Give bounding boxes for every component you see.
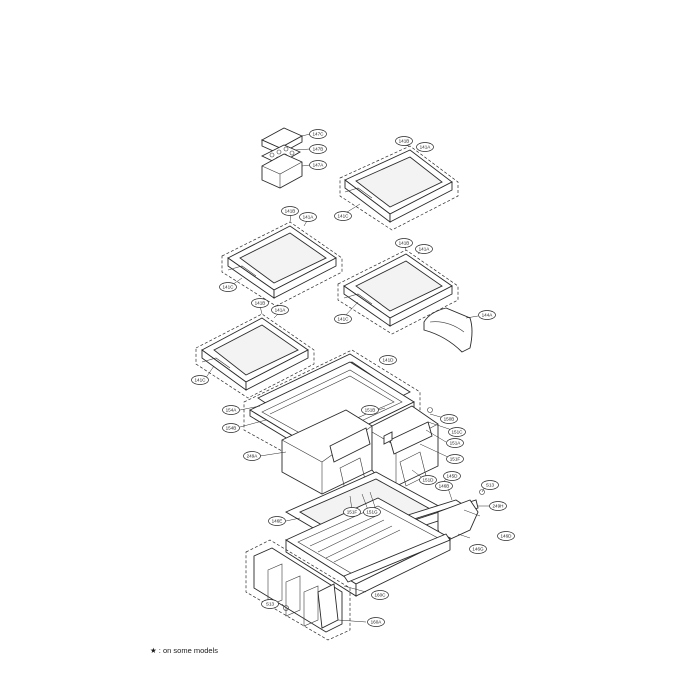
svg-text:141C: 141C	[338, 317, 350, 322]
callout-154b: 154B	[222, 423, 240, 433]
callout-151g: 151G	[363, 507, 381, 517]
callout-147b: 147B	[309, 144, 327, 154]
callout-141b-4: 141B	[251, 298, 269, 308]
callout-151b: 151B	[361, 405, 379, 415]
callout-s13-1: S13	[481, 480, 499, 490]
svg-text:144A: 144A	[482, 313, 494, 318]
callout-151a: 151A	[446, 438, 464, 448]
callout-151f-1: 151F	[446, 454, 464, 464]
callout-141c-4: 141C	[191, 375, 209, 385]
lower-cover-plate	[245, 539, 351, 641]
svg-text:141B: 141B	[399, 139, 410, 144]
svg-text:S13: S13	[266, 602, 275, 607]
callout-141c-3: 141C	[334, 314, 352, 324]
svg-text:147A: 147A	[313, 163, 325, 168]
crisper-drawers	[281, 405, 439, 495]
callout-147a: 147A	[309, 160, 327, 170]
callout-249h: 249H	[489, 501, 507, 511]
svg-text:151C: 151C	[452, 430, 464, 435]
shelf-3	[337, 249, 459, 335]
svg-text:141D: 141D	[383, 358, 395, 363]
svg-text:151B: 151B	[365, 408, 376, 413]
callout-146d: 146D	[497, 531, 515, 541]
callout-141a-1: 141A	[416, 142, 434, 152]
svg-text:141B: 141B	[399, 241, 410, 246]
callout-141c-1: 141C	[334, 211, 352, 221]
callout-s13-2: S13	[261, 599, 279, 609]
callout-141b-3: 141B	[395, 238, 413, 248]
callout-147c: 147C	[309, 129, 327, 139]
callout-141c-2: 141C	[219, 282, 237, 292]
shelf-1	[339, 145, 459, 231]
svg-text:151F: 151F	[347, 510, 358, 515]
callout-160c: 160C	[371, 590, 389, 600]
callout-141a-2: 141A	[299, 212, 317, 222]
svg-text:146G: 146G	[472, 547, 484, 552]
svg-text:151F: 151F	[450, 457, 461, 462]
callout-151c: 151C	[448, 427, 466, 437]
svg-text:249A: 249A	[247, 454, 259, 459]
callout-141b-2: 141B	[281, 206, 299, 216]
callout-150b: 150B	[440, 414, 458, 424]
svg-text:S13: S13	[486, 483, 495, 488]
svg-text:145D: 145D	[447, 474, 459, 479]
callout-146g: 146G	[469, 544, 487, 554]
svg-text:147C: 147C	[313, 132, 325, 137]
svg-text:154A: 154A	[226, 408, 238, 413]
svg-text:154B: 154B	[226, 426, 237, 431]
callout-141d: 141D	[379, 355, 397, 365]
svg-text:146E: 146E	[272, 519, 283, 524]
svg-text:151G: 151G	[366, 510, 378, 515]
callout-249a: 249A	[243, 451, 261, 461]
svg-text:141A: 141A	[303, 215, 315, 220]
svg-text:141A: 141A	[419, 247, 431, 252]
svg-text:160C: 160C	[375, 593, 387, 598]
svg-text:151D: 151D	[423, 478, 435, 483]
callout-145d: 145D	[443, 471, 461, 481]
svg-text:141A: 141A	[275, 308, 287, 313]
svg-text:151A: 151A	[450, 441, 462, 446]
callout-146e: 146E	[268, 516, 286, 526]
shelf-4	[195, 313, 315, 399]
svg-text:147B: 147B	[313, 147, 324, 152]
callout-144a: 144A	[478, 310, 496, 320]
callout-151f-2: 151F	[343, 507, 361, 517]
svg-text:141C: 141C	[338, 214, 350, 219]
callout-141a-4: 141A	[271, 305, 289, 315]
svg-text:141C: 141C	[223, 285, 235, 290]
callout-151d: 151D	[419, 475, 437, 485]
shelf-guard	[423, 307, 473, 353]
svg-text:141C: 141C	[195, 378, 207, 383]
shelf-2	[221, 221, 343, 307]
callout-141a-3: 141A	[415, 244, 433, 254]
svg-text:150B: 150B	[444, 417, 455, 422]
callout-141b-1: 141B	[395, 136, 413, 146]
callout-160a: 160A	[367, 617, 385, 627]
callout-154a: 154A	[222, 405, 240, 415]
footnote: ★ : on some models	[150, 646, 219, 655]
svg-text:146D: 146D	[501, 534, 513, 539]
svg-text:160A: 160A	[371, 620, 383, 625]
svg-text:141A: 141A	[420, 145, 432, 150]
svg-text:141B: 141B	[255, 301, 266, 306]
svg-text:249H: 249H	[493, 504, 504, 509]
egg-tray-assembly	[260, 127, 304, 189]
svg-text:141B: 141B	[285, 209, 296, 214]
callout-146b: 146B	[435, 481, 453, 491]
svg-text:146B: 146B	[439, 484, 450, 489]
